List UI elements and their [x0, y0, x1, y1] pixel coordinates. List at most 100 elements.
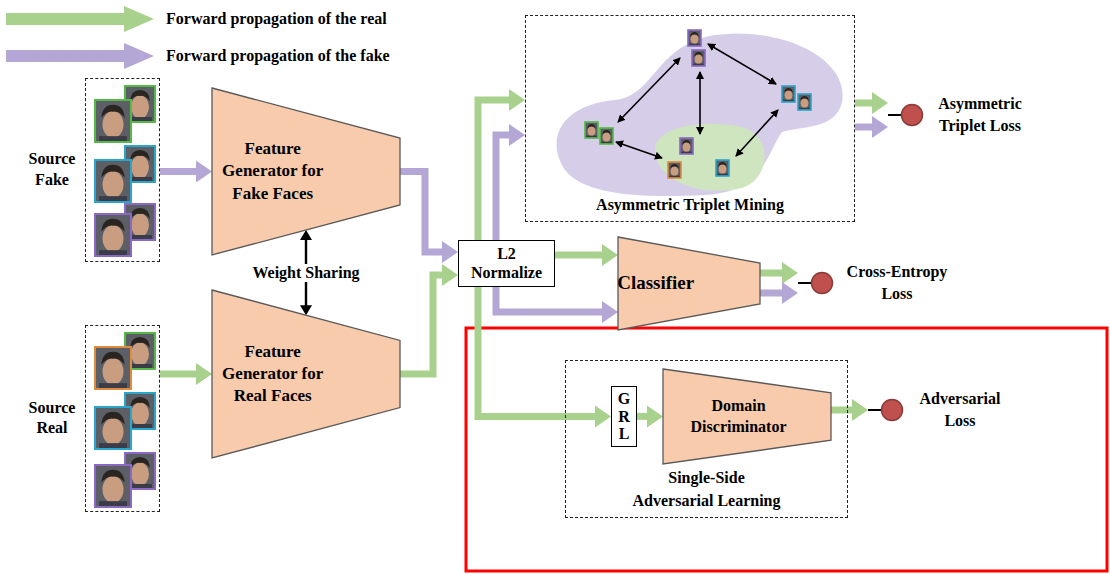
arrow-head	[647, 405, 663, 427]
face-frame	[668, 162, 681, 178]
node-label: Asymmetric Triplet Loss	[932, 93, 1028, 136]
connector-line	[400, 275, 443, 374]
connector-line	[555, 252, 603, 259]
triplet-arrow	[699, 72, 701, 134]
loss-node: Adversarial Loss	[868, 388, 1008, 431]
triplet-arrow	[618, 58, 680, 122]
discriminator-block: Domain Discriminator	[663, 369, 831, 464]
arrow-head	[509, 89, 525, 111]
arrow-head	[602, 244, 618, 266]
face-image	[782, 86, 795, 102]
legend-row: Forward propagation of the fake	[6, 41, 390, 71]
mining-group: Asymmetric Triplet Mining	[525, 15, 855, 222]
legend-arrow	[6, 6, 156, 32]
trapezoid-shape	[618, 237, 760, 330]
face-frame	[95, 407, 131, 449]
edge-label: Weight Sharing	[249, 264, 362, 282]
triplet-mining-illustration	[557, 30, 843, 196]
loss-circle	[902, 105, 923, 126]
node-label: Feature Generator for Real Faces	[212, 341, 333, 407]
node-label: L2 Normalize	[469, 245, 545, 282]
legend-arrow-shape	[6, 43, 154, 69]
connector-line	[637, 413, 648, 420]
connector-line	[831, 407, 853, 414]
node-label: Single-Side Adversarial Learning	[629, 467, 785, 512]
loss-node: Asymmetric Triplet Loss	[888, 93, 1028, 136]
face-frame	[95, 160, 131, 202]
face-image	[96, 465, 131, 507]
face-image	[668, 162, 681, 178]
arrow-head	[782, 262, 798, 284]
face-image	[692, 50, 705, 66]
loss-circle	[882, 400, 903, 421]
real-cluster	[655, 124, 765, 191]
arrow-head	[595, 405, 611, 427]
face-image	[716, 160, 729, 176]
classifier-block: Classifier	[618, 237, 760, 330]
connector-line	[760, 270, 783, 277]
node-label: Adversarial Loss	[912, 388, 1008, 431]
fake-cluster	[557, 33, 843, 196]
face-frame	[600, 128, 613, 144]
loss-dot	[868, 398, 904, 422]
connector	[855, 116, 888, 138]
arrow-head	[872, 116, 888, 138]
connector	[637, 405, 663, 427]
loss-dot	[798, 271, 834, 295]
connector-line	[855, 100, 873, 107]
arrow-head	[196, 161, 212, 183]
connector	[760, 262, 798, 284]
module-group: Single-Side Adversarial Learning GRL Domai…	[565, 360, 848, 518]
face-image	[680, 138, 693, 154]
triplet-arrow	[616, 142, 662, 158]
node-label: Classifier	[617, 271, 694, 296]
grl-box: GRL	[611, 386, 637, 447]
loss-tick	[798, 282, 812, 284]
connector-line	[478, 100, 510, 240]
legend-text: Forward propagation of the real	[166, 10, 387, 28]
triplet-arrow	[708, 44, 776, 84]
triplet-arrow	[736, 110, 778, 156]
arrow-head	[442, 264, 458, 286]
connector	[555, 244, 618, 266]
connector-line	[496, 287, 603, 312]
connector	[496, 124, 525, 240]
connector-line	[496, 135, 510, 240]
face-image	[798, 94, 811, 110]
trapezoid-shape	[212, 290, 400, 458]
connector	[496, 287, 618, 323]
face-frame	[688, 30, 701, 46]
face-frame	[680, 138, 693, 154]
highlight-frame	[466, 328, 1107, 571]
connector	[400, 172, 458, 264]
source-group: Source Real	[85, 325, 160, 512]
source-real-faces	[95, 333, 155, 507]
connector-line	[855, 124, 873, 131]
connector	[160, 161, 212, 183]
connector	[478, 89, 525, 240]
node-label: Cross-Entropy Loss	[842, 261, 952, 304]
face-frame	[716, 160, 729, 176]
face-image	[585, 122, 598, 138]
face-image	[96, 407, 131, 449]
connector-line	[760, 290, 783, 297]
generator-block: Feature Generator for Fake Faces	[212, 88, 400, 255]
legend-text: Forward propagation of the fake	[166, 47, 390, 65]
face-frame	[692, 50, 705, 66]
connector-line	[478, 287, 596, 416]
legend-arrow-shape	[6, 6, 154, 32]
process-box: L2 Normalize	[458, 240, 555, 287]
face-image	[96, 214, 131, 256]
loss-tick	[888, 114, 902, 116]
source-fake-faces	[95, 86, 155, 256]
face-frame	[798, 94, 811, 110]
generator-block: Feature Generator for Real Faces	[212, 290, 400, 458]
legend-arrow	[6, 43, 156, 69]
arrow-head	[872, 92, 888, 114]
loss-circle	[812, 273, 833, 294]
node-label: Source Real	[23, 398, 81, 440]
node-label: Domain Discriminator	[679, 396, 799, 438]
